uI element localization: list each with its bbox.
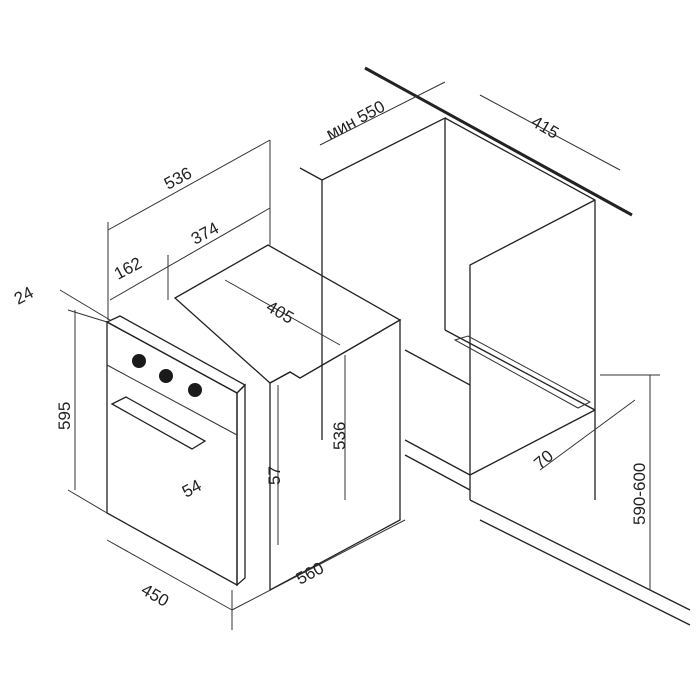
cabinet-edge-line <box>299 167 323 181</box>
dimension-line <box>224 279 341 346</box>
dimension-line <box>59 289 111 321</box>
plinth-line <box>469 499 691 611</box>
label-overall-depth: 536 <box>161 163 195 193</box>
front-panel <box>106 320 238 587</box>
dimension-line <box>319 81 446 146</box>
label-min-depth: мин 550 <box>323 97 388 144</box>
door-handle <box>110 396 207 450</box>
dimension-line <box>479 94 621 171</box>
cabinet-back-edge <box>444 117 596 500</box>
plinth-line <box>404 454 471 491</box>
dimension-line <box>106 539 233 611</box>
label-niche-height: 590-600 <box>630 463 649 525</box>
dimension-line <box>231 519 406 611</box>
plinth-line <box>479 519 691 626</box>
cabinet-floor-edge <box>469 409 596 476</box>
dimension-line <box>539 399 636 471</box>
label-top-width: 405 <box>263 297 297 328</box>
dimension-line <box>109 207 271 301</box>
oven <box>105 244 402 592</box>
label-vent-depth: 70 <box>530 446 557 473</box>
label-door-to-body: 57 <box>265 466 284 485</box>
knob-icon[interactable] <box>159 369 173 383</box>
dimension-lines <box>59 81 660 630</box>
cabinet-shelf-line <box>404 349 471 386</box>
extension-line <box>67 309 108 323</box>
oven-side <box>269 318 401 592</box>
label-body-height: 536 <box>330 422 349 450</box>
front-panel-edge <box>236 383 246 587</box>
label-panel-thickness: 24 <box>11 283 37 309</box>
label-niche-width: 415 <box>528 112 562 143</box>
cabinet <box>299 66 691 626</box>
cabinet-left-panel <box>321 116 446 440</box>
front-panel-top <box>105 315 247 394</box>
label-body-depth: 374 <box>188 218 222 248</box>
label-door-offset: 54 <box>179 476 205 502</box>
cabinet-back-floor-line <box>444 329 596 411</box>
control-panel-line <box>106 364 238 436</box>
vent-slot <box>453 335 592 409</box>
extension-line <box>67 489 108 514</box>
label-front-height: 595 <box>55 402 74 430</box>
cabinet-top-board <box>364 66 633 217</box>
cabinet-right-panel <box>469 199 596 500</box>
label-front-width: 450 <box>138 580 172 611</box>
cabinet-floor-line <box>404 439 471 476</box>
dimension-line <box>107 139 271 231</box>
knob-icon[interactable] <box>188 383 202 397</box>
label-panel-offset: 162 <box>111 253 145 283</box>
knob-icon[interactable] <box>132 354 146 368</box>
